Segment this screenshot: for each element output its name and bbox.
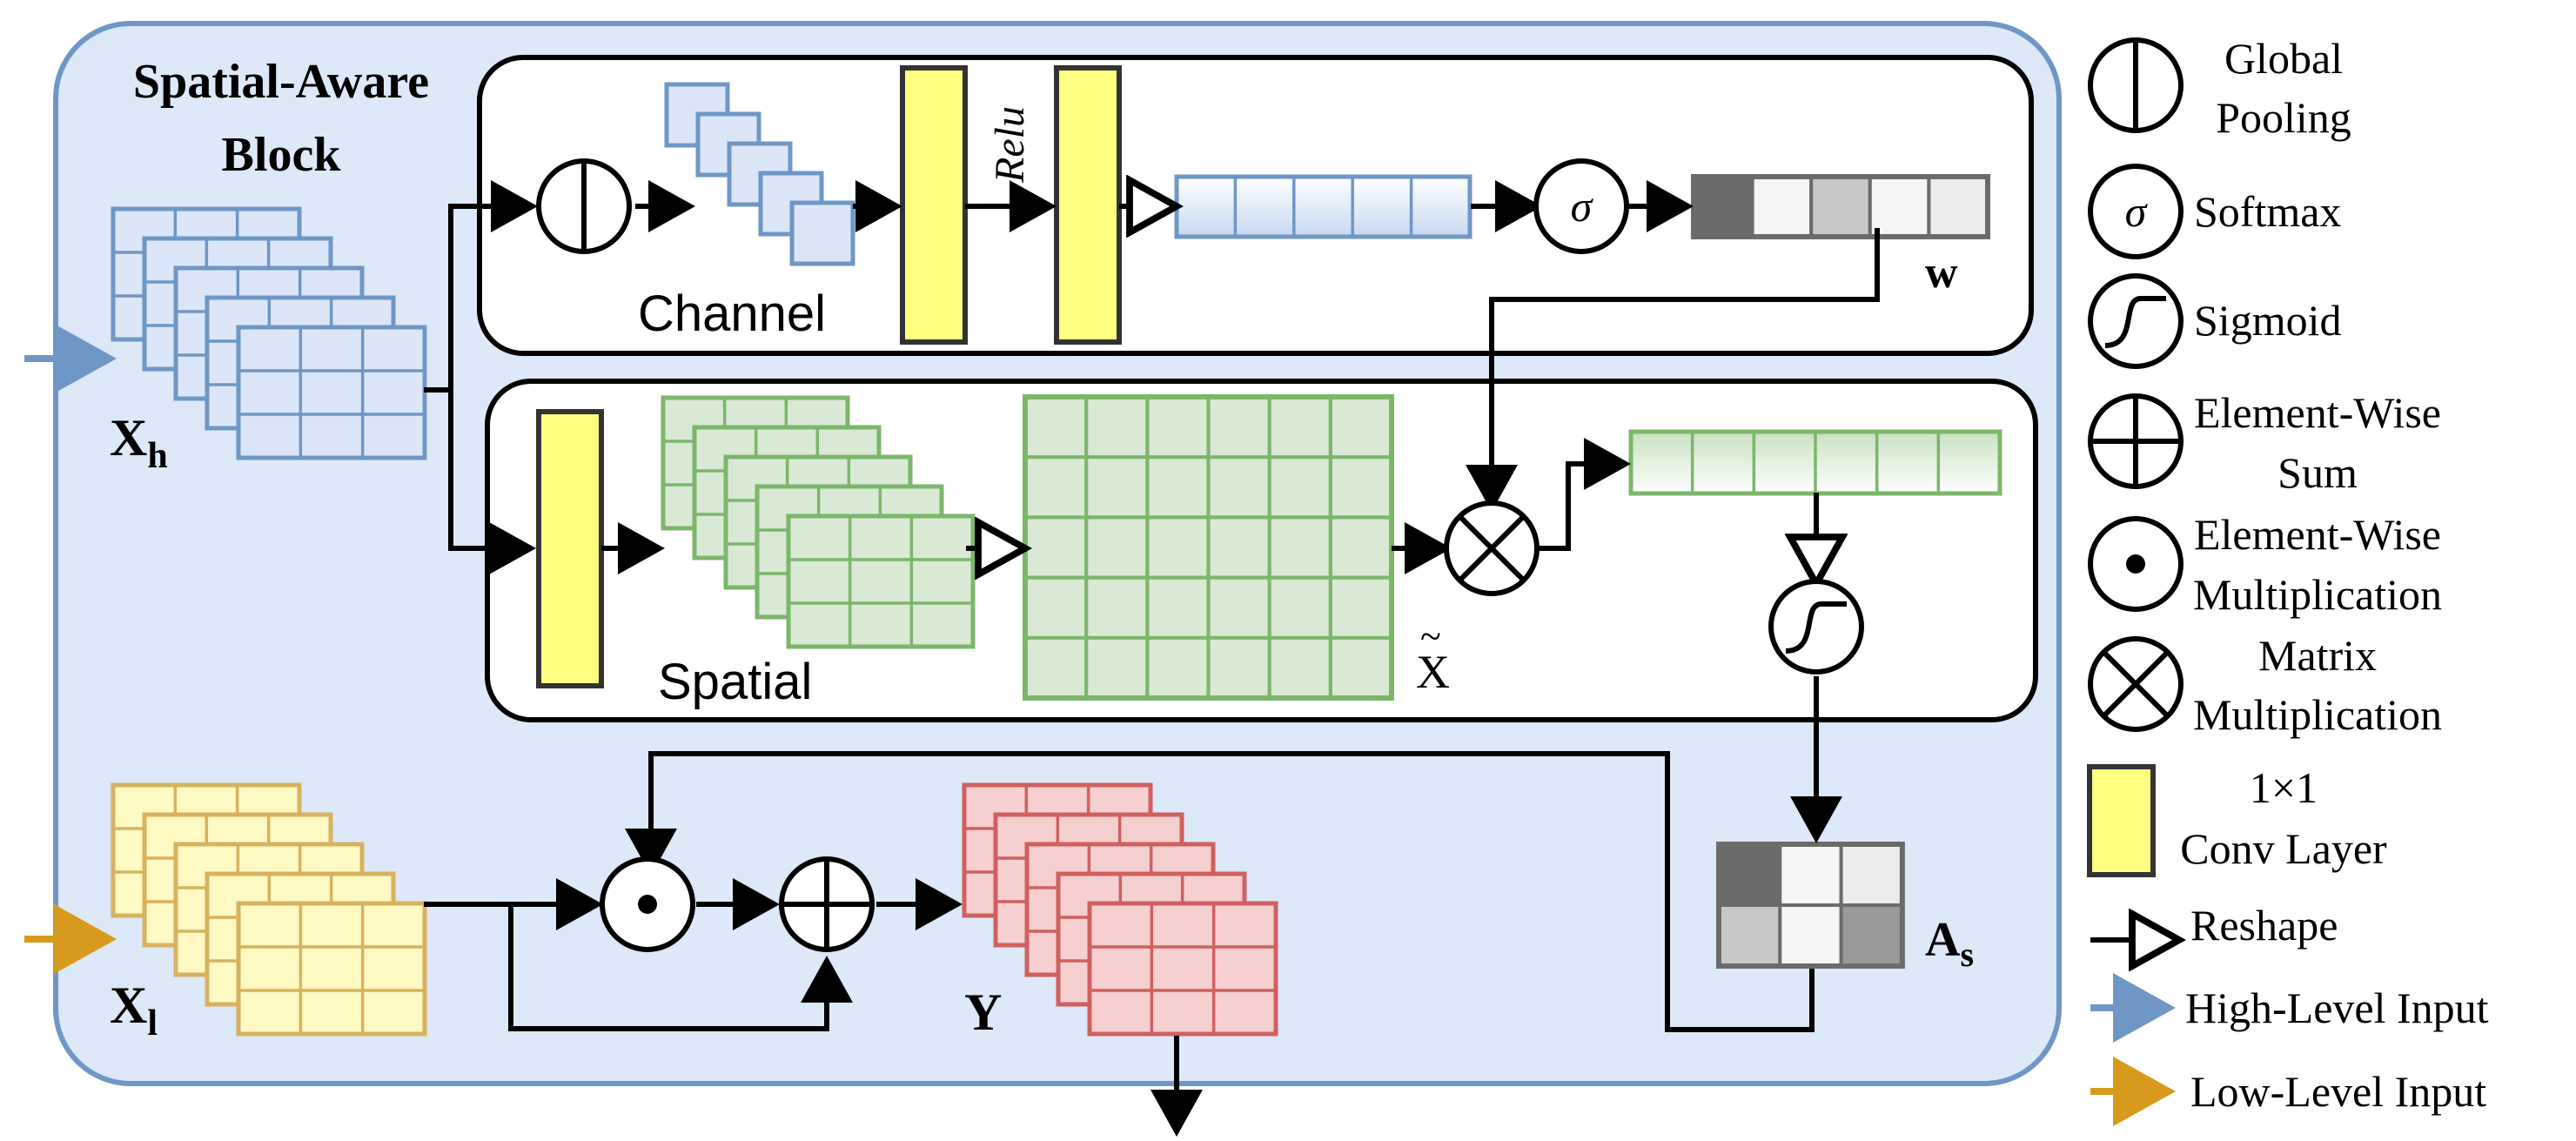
channel-pooled-cubes (664, 82, 855, 266)
global-pooling-icon (536, 158, 632, 254)
green-slice (786, 513, 976, 649)
legend-high-level-input: High-Level Input (2090, 973, 2489, 1043)
xh-feature-stack (111, 206, 427, 460)
element-wise-multiplication-icon (600, 856, 695, 952)
legend-sigmoid: Sigmoid (2088, 273, 2341, 369)
spatial-label: Spatial (658, 654, 812, 710)
legend-global-pooling-line1: Global (2224, 34, 2343, 83)
y-label: Y (964, 983, 1002, 1041)
legend-reshape: Reshape (2090, 901, 2338, 950)
legend-sigmoid-label: Sigmoid (2194, 296, 2341, 345)
xl-slice (236, 901, 427, 1037)
x-tilde-label: X (1416, 646, 1450, 698)
xh-slice (236, 325, 427, 460)
softmax-symbol: σ (1571, 182, 1594, 231)
as-cell (1839, 903, 1904, 968)
softmax-icon: σ (1533, 158, 1629, 254)
channel-vector (1174, 174, 1472, 239)
legend-global-pooling: Global Pooling (2088, 34, 2351, 142)
x-tilde-accent: ~ (1420, 615, 1441, 658)
legend-matrix-multiplication: Matrix Multiplication (2088, 631, 2442, 739)
xl-label: X (110, 977, 147, 1034)
blue-vector-cells (1174, 174, 1472, 239)
xh-subscript: h (147, 436, 167, 476)
element-wise-sum-icon (779, 856, 875, 952)
xh-label: X (110, 409, 147, 466)
legend-matmul-line1: Matrix (2258, 631, 2377, 680)
legend-mult-line2: Multiplication (2193, 570, 2442, 619)
legend-low-level-input: Low-Level Input (2090, 1057, 2486, 1126)
matrix-multiplication-icon (1444, 500, 1540, 596)
legend-softmax: σ Softmax (2088, 164, 2341, 259)
as-cell (1717, 903, 1782, 968)
legend-matmul-line2: Multiplication (2193, 690, 2442, 739)
block-title-line1: Spatial-Aware (133, 55, 429, 109)
as-subscript: s (1960, 935, 1974, 974)
spatial-attention-map (1716, 842, 1905, 969)
spatial-reshaped-grid (1023, 394, 1394, 701)
legend-conv-line1: 1×1 (2250, 763, 2318, 812)
conv-layer-channel-2 (1054, 65, 1122, 345)
connectors (424, 206, 1880, 1137)
w-cell (1927, 175, 1989, 238)
xl-subscript: l (147, 1003, 158, 1044)
legend-sum-line1: Element-Wise (2194, 388, 2441, 437)
conv-layer-channel-1 (900, 65, 968, 345)
w-cell (1750, 175, 1814, 238)
channel-weight-vector (1691, 174, 1990, 239)
w-label: w (1925, 248, 1958, 298)
channel-label: Channel (638, 285, 826, 342)
conv-layer-spatial (536, 409, 604, 688)
legend-softmax-label: Softmax (2194, 187, 2341, 236)
svg-text:As: As (1925, 913, 1974, 974)
y-slice (1087, 901, 1278, 1037)
legend-reshape-label: Reshape (2190, 901, 2338, 950)
as-cell (1839, 842, 1904, 907)
legend-conv-line2: Conv Layer (2180, 824, 2387, 873)
w-cell (1809, 175, 1872, 238)
legend-element-wise-sum: Element-Wise Sum (2088, 388, 2441, 497)
legend-mult-line1: Element-Wise (2194, 510, 2441, 559)
legend: Global Pooling σ Softmax Sigmoid Element… (2087, 34, 2489, 1126)
spatial-feature-stack (661, 395, 976, 649)
as-label: A (1925, 913, 1961, 967)
legend-global-pooling-line2: Pooling (2216, 93, 2351, 142)
as-cell (1717, 842, 1782, 907)
xl-feature-stack (111, 782, 427, 1037)
block-title-line2: Block (222, 128, 342, 182)
legend-high-level-label: High-Level Input (2185, 983, 2489, 1032)
legend-element-wise-multiplication: Element-Wise Multiplication (2088, 510, 2442, 619)
big-grid (1023, 394, 1394, 701)
as-cell (1778, 842, 1843, 907)
sigmoid-icon (1768, 579, 1864, 675)
legend-softmax-symbol: σ (2125, 187, 2149, 236)
relu-label: Relu (987, 106, 1033, 184)
legend-low-level-label: Low-Level Input (2190, 1067, 2486, 1116)
y-output-stack (962, 782, 1278, 1037)
svg-text:Xh: Xh (110, 409, 168, 476)
pooled-cube (789, 200, 855, 266)
spatial-vector (1628, 429, 2002, 496)
legend-conv-layer: 1×1 Conv Layer (2087, 763, 2387, 877)
as-cell (1778, 903, 1843, 968)
w-cell (1868, 175, 1931, 238)
svg-text:Xl: Xl (110, 977, 158, 1044)
legend-sum-line2: Sum (2277, 448, 2358, 497)
green-vector-cells (1628, 429, 2002, 496)
w-cell (1692, 175, 1754, 238)
